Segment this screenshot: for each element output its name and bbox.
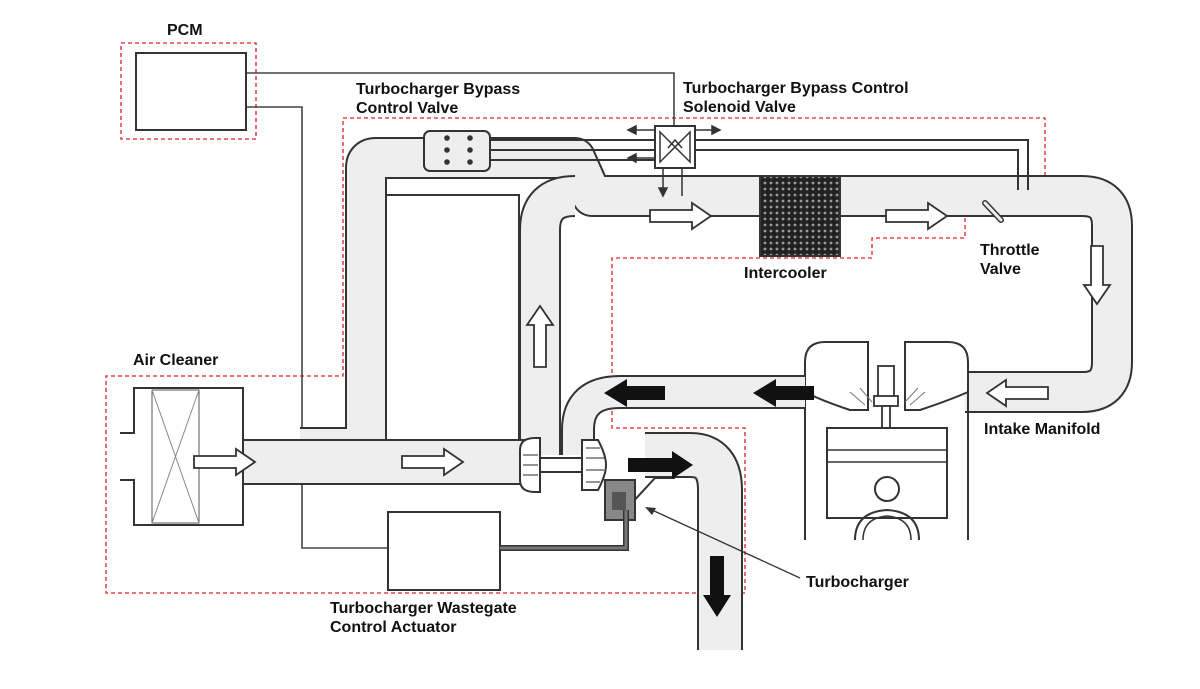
pcm-label: PCM [167, 22, 203, 39]
wastegate-label-line1: Turbocharger Wastegate [330, 600, 517, 617]
exhaust-flow-arrows [604, 379, 814, 617]
engine-cylinder [804, 392, 969, 541]
pcm-box [135, 52, 247, 131]
throttle-valve-label-line1: Throttle [980, 242, 1040, 259]
intake-pipe [300, 137, 1133, 469]
turbocharger-leader-line [645, 507, 801, 579]
main-intake-pipe [242, 439, 534, 485]
spark-plug [873, 365, 899, 433]
inner-wall [385, 194, 520, 444]
bypass-valve-label-line1: Turbocharger Bypass [356, 81, 521, 98]
solenoid-label-line1: Turbocharger Bypass Control [683, 80, 909, 97]
wastegate-label-line2: Control Actuator [330, 619, 457, 636]
signal-wires [246, 72, 675, 549]
throttle-valve [982, 200, 1004, 223]
air-cleaner-label: Air Cleaner [133, 352, 219, 369]
intercooler-core [759, 175, 841, 257]
turbocharger-label: Turbocharger [806, 574, 909, 591]
solenoid-valve [654, 125, 696, 196]
pcm-outline [120, 42, 257, 140]
throttle-valve-label-line2: Valve [980, 261, 1021, 278]
wastegate-actuator [387, 510, 629, 591]
solenoid-flow-arrows [626, 124, 722, 198]
solenoid-label-line2: Solenoid Valve [683, 99, 796, 116]
intake-flow-arrows [193, 201, 1112, 477]
intercooler-label: Intercooler [744, 265, 827, 282]
bypass-valve-label-line2: Control Valve [356, 100, 459, 117]
bypass-control-valve [423, 130, 491, 172]
compressor-riser-pipe [519, 175, 577, 455]
intake-manifold-label: Intake Manifold [984, 421, 1101, 438]
turbocharger [519, 437, 675, 521]
